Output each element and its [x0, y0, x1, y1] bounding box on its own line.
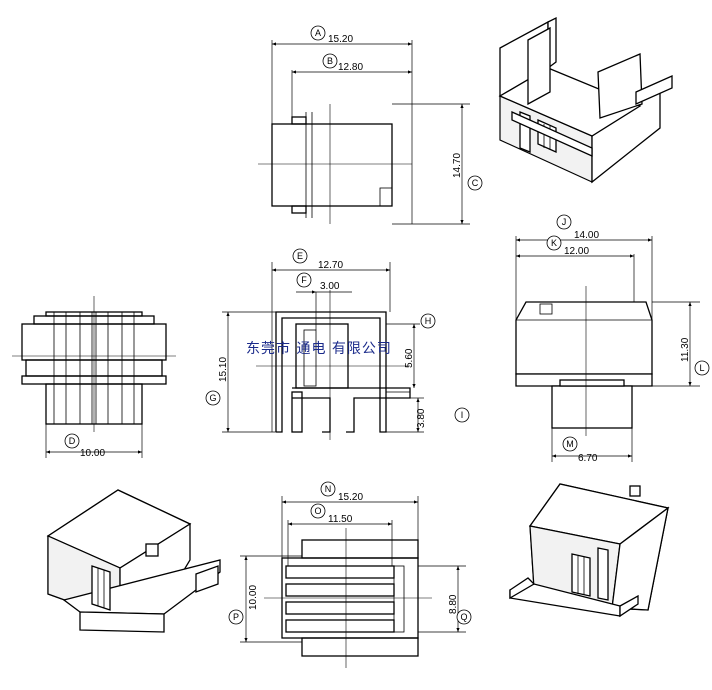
dim-A-value: 15.20 [328, 34, 353, 45]
dim-P: 10.00 P [228, 585, 259, 625]
dim-K-label: K [551, 238, 557, 248]
dim-H: 5.60 H [404, 313, 436, 368]
dim-B-value: 12.80 [338, 62, 363, 73]
dim-H-value: 5.60 [404, 348, 415, 368]
left-view [12, 296, 176, 458]
dim-J: J 14.00 [556, 214, 599, 241]
dim-M-label: M [566, 439, 574, 449]
dim-M-value: 6.70 [578, 453, 598, 464]
front-section-view [222, 262, 424, 440]
dim-E-value: 12.70 [318, 260, 343, 271]
company-watermark: 东莞市 通电 有限公司 [246, 340, 392, 357]
dim-L: 11.30 L [680, 337, 710, 376]
dim-I: 3.80 I [416, 407, 470, 428]
dim-N-label: N [325, 484, 332, 494]
dim-J-label: J [562, 217, 567, 227]
dim-D-label: D [69, 436, 76, 446]
dim-D-value: 10.00 [80, 448, 105, 459]
dim-D: D 10.00 [64, 433, 105, 459]
dim-N: N 15.20 [320, 481, 363, 503]
dim-F: F 3.00 [296, 272, 340, 292]
dim-N-value: 15.20 [338, 492, 363, 503]
dim-E-label: E [297, 251, 303, 261]
dim-P-label: P [233, 612, 239, 622]
dim-P-value: 10.00 [248, 585, 259, 610]
dim-M: M 6.70 [562, 436, 598, 464]
dim-O-value: 11.50 [328, 514, 353, 525]
dim-B-label: B [327, 56, 333, 66]
dim-G-label: G [209, 393, 216, 403]
dim-O-label: O [314, 506, 321, 516]
top-view [258, 40, 470, 225]
right-view [515, 236, 700, 462]
dim-O: O 11.50 [310, 503, 353, 525]
dim-F-value: 3.00 [320, 281, 340, 292]
dim-I-value: 3.80 [416, 408, 427, 428]
dim-G-value: 15.10 [218, 357, 229, 382]
bottom-view [240, 496, 466, 668]
dim-J-value: 14.00 [574, 230, 599, 241]
dim-Q-label: Q [460, 612, 467, 622]
iso-view-bottom-left [46, 489, 221, 633]
dim-L-value: 11.30 [680, 337, 691, 362]
dim-F-label: F [301, 275, 307, 285]
dim-I-label: I [461, 410, 464, 420]
dim-H-label: H [425, 316, 432, 326]
dim-Q: 8.80 Q [448, 594, 472, 625]
dim-L-label: L [699, 363, 704, 373]
dim-Q-value: 8.80 [448, 594, 459, 614]
dim-E: E 12.70 [292, 248, 343, 271]
dim-B: B 12.80 [322, 53, 363, 73]
dim-K: K 12.00 [546, 235, 589, 257]
dim-C-label: C [472, 178, 479, 188]
dim-A: A 15.20 [310, 25, 353, 45]
dim-C-value: 14.70 [452, 153, 463, 178]
dim-K-value: 12.00 [564, 246, 589, 257]
dim-A-label: A [315, 28, 321, 38]
iso-view-top-right [498, 16, 673, 184]
iso-view-bottom-right [509, 483, 670, 618]
dim-G: 15.10 G [205, 357, 229, 406]
dim-C: 14.70 C [452, 153, 483, 191]
